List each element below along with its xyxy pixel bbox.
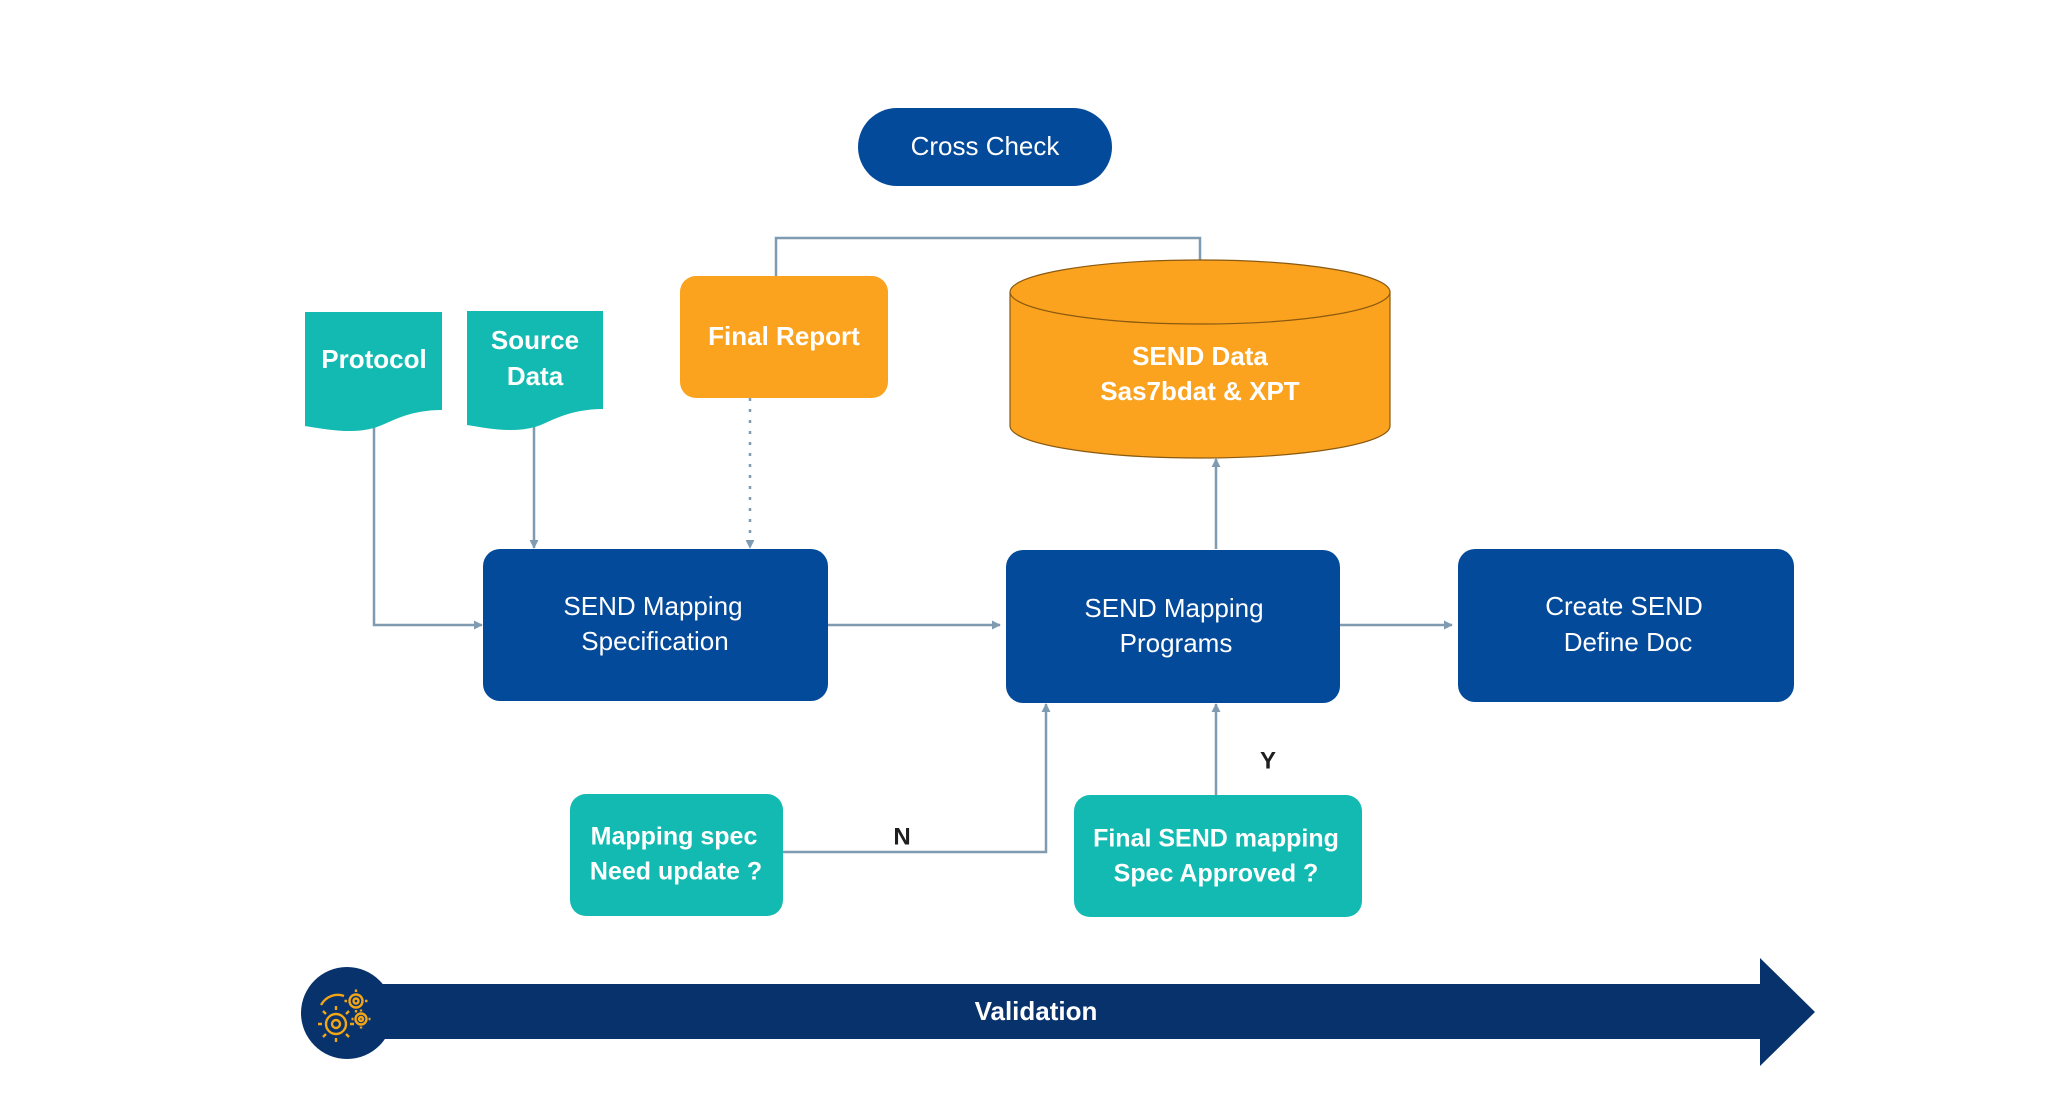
define-doc-box [1458, 549, 1794, 702]
validation-band: Validation [301, 958, 1815, 1066]
yes-edge-label: Y [1260, 747, 1276, 774]
connectors [372, 236, 1453, 854]
cross-check-pill [858, 108, 1112, 186]
spec-approved-box [1074, 795, 1362, 917]
mapping-spec-node: SEND Mapping Specification [483, 549, 828, 701]
define-doc-label-line1: Create SEND [1545, 591, 1703, 621]
spec-update-box [570, 794, 783, 916]
mapping-programs-label-line1: SEND Mapping [1084, 593, 1263, 623]
source-data-label-line1: Source [491, 325, 579, 355]
cross-check-label: Cross Check [911, 131, 1061, 161]
mapping-spec-label-line2: Specification [581, 626, 728, 656]
define-doc-label-line2: Define Doc [1564, 627, 1693, 657]
send-data-cylinder-outline [1009, 292, 1391, 459]
no-edge-label: N [893, 823, 910, 850]
protocol-node: Protocol [305, 312, 442, 432]
send-data-cylinder-body [1010, 292, 1390, 458]
send-data-label-line2: Sas7bdat & XPT [1100, 376, 1300, 406]
mapping-programs-node: SEND Mapping Programs [1006, 550, 1340, 703]
source-data-label-line2: Data [507, 361, 564, 391]
spec-approved-label-line2: Spec Approved ? [1114, 860, 1319, 888]
define-doc-node: Create SEND Define Doc [1458, 549, 1794, 702]
spec-update-label-line1: Mapping spec [591, 823, 758, 851]
mapping-programs-box [1006, 550, 1340, 703]
spec-update-no-arrow [782, 703, 1051, 854]
protocol-to-spec-arrow [372, 425, 483, 630]
final-report-node: Final Report [680, 276, 888, 398]
cross-check-bracket [774, 236, 1202, 276]
cross-check-node: Cross Check [858, 108, 1112, 186]
protocol-document-shape [305, 312, 442, 432]
spec-approved-label-line1: Final SEND mapping [1093, 825, 1339, 853]
final-report-label: Final Report [708, 321, 860, 351]
validation-arrow-shape [345, 958, 1815, 1066]
protocol-label: Protocol [321, 344, 426, 374]
mapping-spec-label-line1: SEND Mapping [563, 591, 742, 621]
spec-update-decision-node: Mapping spec Need update ? [570, 794, 783, 916]
source-data-node: Source Data [467, 311, 603, 431]
source-data-document-shape [467, 311, 603, 431]
mapping-programs-label-line2: Programs [1120, 628, 1233, 658]
send-data-node: SEND Data Sas7bdat & XPT [1009, 259, 1391, 459]
validation-label: Validation [975, 996, 1098, 1026]
gears-icon [318, 989, 371, 1042]
spec-approved-decision-node: Final SEND mapping Spec Approved ? [1074, 795, 1362, 917]
final-report-box [680, 276, 888, 398]
send-data-cylinder-top [1009, 259, 1391, 325]
mapping-spec-box [483, 549, 828, 701]
send-data-label-line1: SEND Data [1132, 341, 1268, 371]
spec-update-label-line2: Need update ? [590, 858, 762, 886]
